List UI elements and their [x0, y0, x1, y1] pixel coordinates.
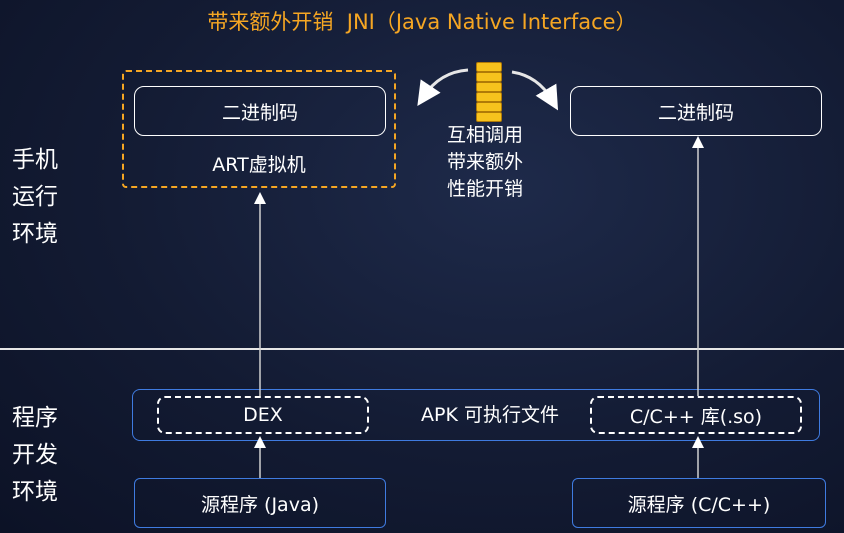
- cpp-source-label: 源程序 (C/C++): [627, 493, 771, 516]
- apk-label: APK 可执行文件: [421, 404, 559, 426]
- cpp-source-box: 源程序 (C/C++): [572, 478, 826, 528]
- phone-runtime-label: 手机 运行 环境: [12, 142, 72, 253]
- phone-runtime-label-line: 运行: [12, 184, 58, 210]
- arrow-jni-to-right: [511, 70, 559, 111]
- so-library-label: C/C++ 库(.so): [629, 405, 763, 428]
- dev-env-label-line: 程序: [12, 405, 58, 431]
- jni-overhead-note: 互相调用 带来额外 性能开销: [420, 122, 550, 203]
- section-divider: [0, 348, 844, 350]
- left-binary-box: 二进制码: [134, 86, 386, 136]
- art-vm-frame: [122, 70, 396, 188]
- dev-env-label-line: 环境: [12, 479, 58, 505]
- left-binary-label: 二进制码: [221, 101, 298, 124]
- phone-runtime-label-line: 环境: [12, 221, 58, 247]
- arrow-jni-to-left: [417, 68, 469, 106]
- java-source-label: 源程序 (Java): [201, 493, 319, 516]
- apk-bar: [132, 389, 820, 441]
- dev-env-label-line: 开发: [12, 442, 58, 468]
- art-vm-label: ART虚拟机: [212, 154, 306, 176]
- jni-note-line: 互相调用: [446, 124, 523, 146]
- right-binary-box: 二进制码: [570, 86, 822, 136]
- diagram-title: 带来额外开销 JNI（Java Native Interface）: [207, 10, 637, 34]
- dex-label: DEX: [243, 404, 283, 426]
- jni-note-line: 性能开销: [446, 178, 523, 200]
- right-binary-label: 二进制码: [657, 101, 734, 124]
- dev-env-label: 程序 开发 环境: [12, 400, 72, 511]
- phone-runtime-label-line: 手机: [12, 147, 58, 173]
- jni-note-line: 带来额外: [446, 151, 523, 173]
- so-library-box: C/C++ 库(.so): [590, 396, 802, 434]
- dex-box: DEX: [157, 396, 369, 434]
- java-source-box: 源程序 (Java): [134, 478, 386, 528]
